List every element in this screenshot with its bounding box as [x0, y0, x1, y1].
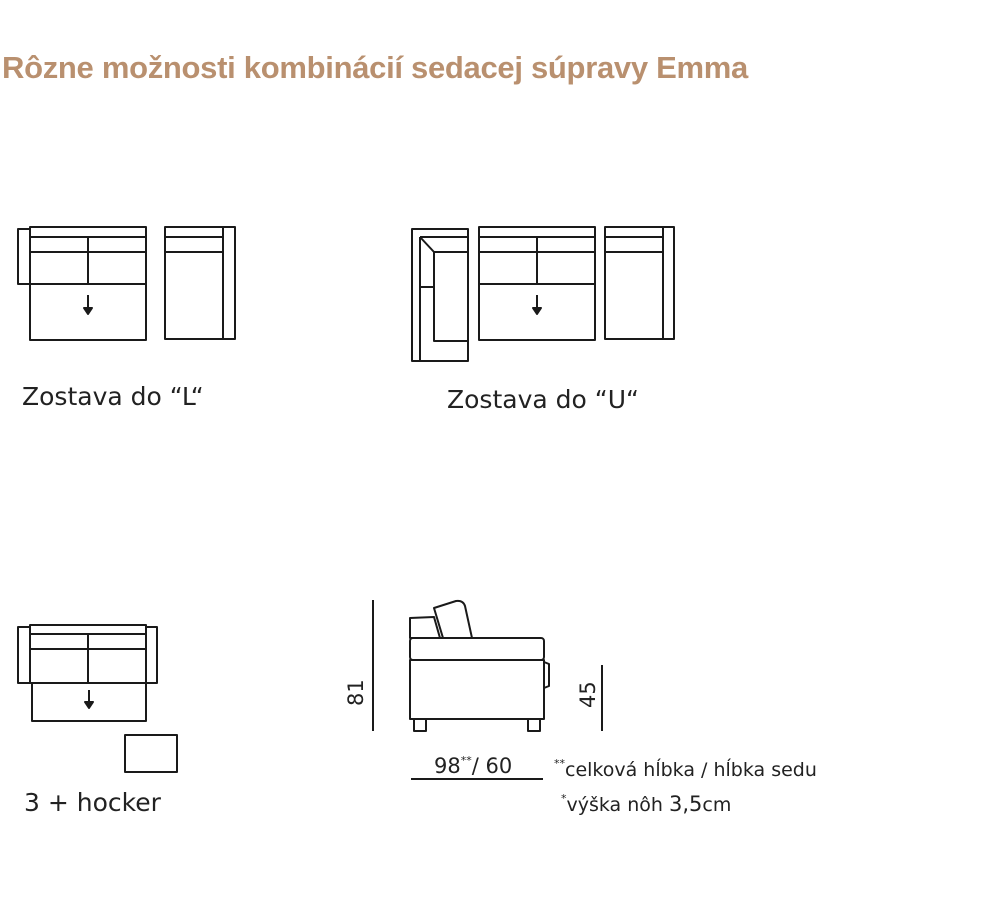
l-sofa-unit [17, 226, 147, 341]
legs-note-prefix: výška nôh [566, 794, 669, 816]
legs-note-unit: cm [702, 794, 732, 816]
depth-note: **celková hĺbka / hĺbka sedu [554, 757, 817, 781]
depth-seat-value: / 60 [471, 754, 513, 778]
sofa-side-profile [409, 599, 550, 732]
legs-note: *výška nôh 3,5cm [561, 792, 731, 816]
arrow-down-icon [83, 295, 93, 315]
u-configuration-diagram [411, 226, 675, 362]
hocker-unit [124, 734, 178, 773]
u-configuration-caption: Zostava do “U“ [447, 385, 639, 414]
legs-note-value: 3,5 [669, 792, 703, 816]
three-seat-sofa-unit [17, 624, 158, 722]
u-sofa-unit [478, 226, 596, 341]
total-height-label: 81 [344, 679, 368, 706]
page-title: Rôzne možnosti kombinácií sedacej súprav… [2, 50, 748, 85]
arrow-down-icon [532, 295, 542, 315]
depth-label: 98**/ 60 [434, 754, 512, 778]
sofa-hocker-diagram [17, 624, 178, 773]
l-configuration-diagram [17, 226, 236, 341]
hocker-configuration-caption: 3 + hocker [24, 788, 161, 817]
l-chaise-unit [164, 226, 236, 340]
depth-mark: ** [460, 754, 472, 767]
depth-note-text: celková hĺbka / hĺbka sedu [565, 759, 817, 781]
arrow-down-icon [84, 690, 94, 709]
l-configuration-caption: Zostava do “L“ [22, 382, 204, 411]
depth-main-value: 98 [434, 754, 461, 778]
depth-note-mark: ** [554, 757, 565, 770]
seat-height-label: 45 [576, 681, 600, 708]
side-view-diagram [372, 599, 603, 780]
legs-note-mark: * [561, 792, 567, 805]
u-corner-chaise-unit [411, 228, 469, 362]
u-chaise-unit [604, 226, 675, 340]
